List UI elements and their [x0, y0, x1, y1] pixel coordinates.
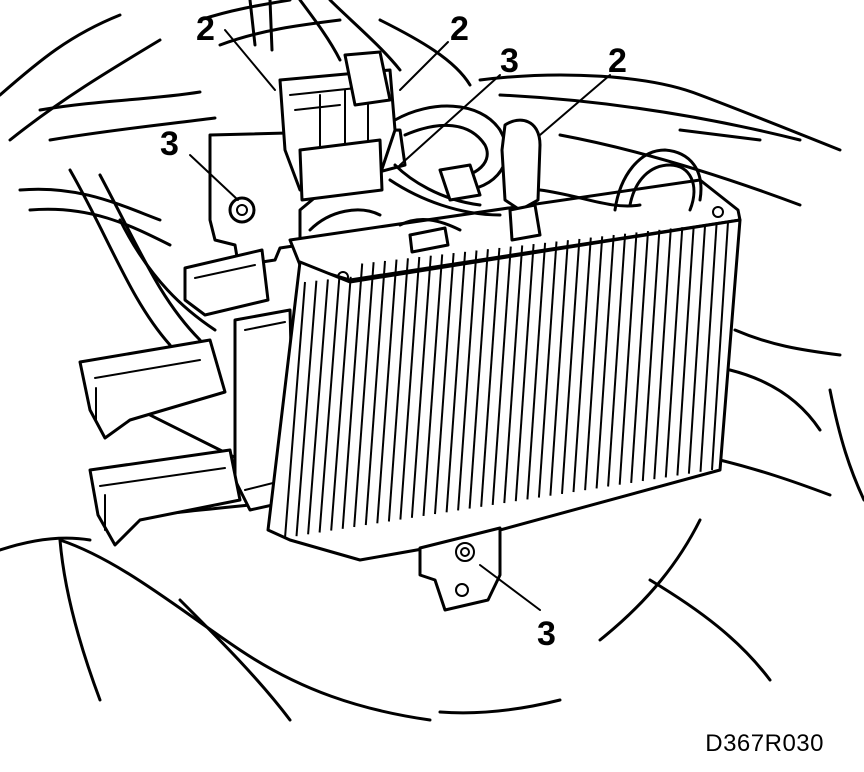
heatsink-fin: [410, 255, 432, 518]
heatsink-fin: [561, 238, 581, 494]
heatsink-fin: [595, 234, 615, 489]
heatsink-fin: [284, 281, 306, 539]
heatsink-fins: [284, 221, 729, 539]
heatsink-fin: [387, 258, 409, 522]
left-connectors: [78, 338, 242, 547]
heatsink-fin: [422, 254, 444, 516]
body-panel-lines: [438, 73, 864, 715]
cable-loops: [308, 104, 703, 254]
heatsink-fin: [687, 224, 707, 474]
heatsink-fin: [295, 280, 318, 537]
heatsink-fin: [364, 260, 386, 526]
heatsink-fin: [699, 223, 718, 472]
heatsink-fin: [457, 250, 478, 511]
left-mounting-screw: [228, 196, 256, 224]
heatsink-fin: [399, 256, 421, 520]
callout-label-5: 3: [160, 125, 179, 163]
callout-label-6: 3: [537, 615, 556, 653]
figure-code: D367R030: [705, 730, 824, 757]
heatsink-fin: [307, 279, 329, 535]
heatsink-fin: [353, 262, 375, 528]
heatsink-fin: [676, 225, 695, 476]
heatsink-fin: [376, 259, 398, 524]
top-connectors: [278, 50, 397, 202]
callout-label-1: 2: [196, 10, 215, 48]
heatsink-fin: [491, 246, 512, 505]
heatsink-fin: [711, 221, 729, 471]
heatsink-fin: [514, 244, 535, 502]
callout-labels: 2 2 3 2 3 3: [160, 10, 627, 653]
heatsink-fin: [503, 245, 524, 504]
heatsink-fin: [641, 229, 661, 482]
callout-label-4: 2: [608, 42, 627, 80]
heatsink-fin: [549, 240, 569, 496]
heatsink-fin: [630, 231, 649, 483]
heatsink-fin: [526, 242, 547, 500]
amplifier-heatsink: [266, 218, 742, 562]
heatsink-fin: [330, 276, 352, 531]
heatsink-fin: [480, 247, 501, 507]
heatsink-fin: [572, 237, 592, 493]
heatsink-fin: [664, 227, 684, 478]
leader-lines: [189, 29, 611, 611]
floor-panel-lines: [0, 536, 432, 722]
heatsink-fin: [318, 278, 341, 533]
heatsink-fin: [434, 253, 455, 515]
heatsink-fin: [537, 241, 558, 498]
bottom-mounting-bracket: [418, 526, 502, 612]
heatsink-fin: [584, 236, 604, 491]
heatsink-fin: [607, 233, 627, 487]
heatsink-fin: [618, 232, 638, 485]
heatsink-fin: [341, 263, 364, 529]
heatsink-fin: [468, 249, 489, 509]
callout-label-3: 3: [500, 42, 519, 80]
heatsink-fin: [445, 251, 467, 513]
heatsink-fin: [653, 228, 672, 480]
callout-label-2: 2: [450, 10, 469, 48]
